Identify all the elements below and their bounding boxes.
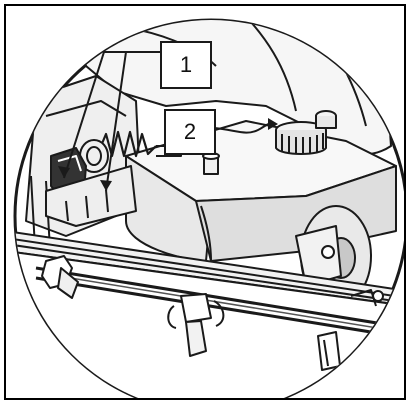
wingnut-center-wing	[185, 320, 207, 357]
knob-nut-body	[315, 116, 337, 129]
main-box-front	[125, 155, 212, 262]
spring-assembly	[99, 130, 157, 158]
lower-rod-shadow	[45, 273, 404, 334]
corner-bracket	[350, 289, 377, 307]
center-bolt	[203, 156, 219, 175]
housing-edge-2	[235, 20, 297, 112]
rear-wheel-bracket	[295, 225, 342, 287]
callout-label-2: 2	[183, 119, 197, 144]
leader-arrow-1b	[100, 180, 112, 191]
clamp-bracket-slots	[65, 189, 109, 222]
rail-top-lines	[15, 237, 404, 304]
wheel-bracket-bolt	[321, 245, 335, 259]
left-clamp-highlight	[57, 155, 82, 172]
clamp-bracket	[45, 165, 137, 227]
callout-box-1: 1	[160, 41, 212, 89]
adjusting-knob-ribs	[281, 133, 324, 154]
leader-arrow-1a	[58, 166, 70, 178]
wingnut-left-wing	[57, 267, 79, 299]
box-rounded-corner	[200, 205, 212, 262]
callout-box-2: 2	[164, 109, 216, 155]
leader-line-1b	[105, 51, 160, 192]
spring-cap-inner	[86, 146, 102, 166]
rail-end-clamp	[317, 331, 341, 371]
wingnut-center	[180, 293, 212, 323]
mechanical-assembly-illustration	[13, 18, 404, 398]
leader-arrow-2	[268, 118, 278, 130]
rail-end-clamp-detail	[323, 339, 329, 367]
adjusting-knob-body	[275, 130, 327, 155]
lower-rod-top	[35, 266, 404, 330]
figure-frame: 1 2	[4, 4, 406, 400]
wingnut-center-cap	[167, 300, 225, 329]
callout-label-1: 1	[179, 52, 193, 77]
